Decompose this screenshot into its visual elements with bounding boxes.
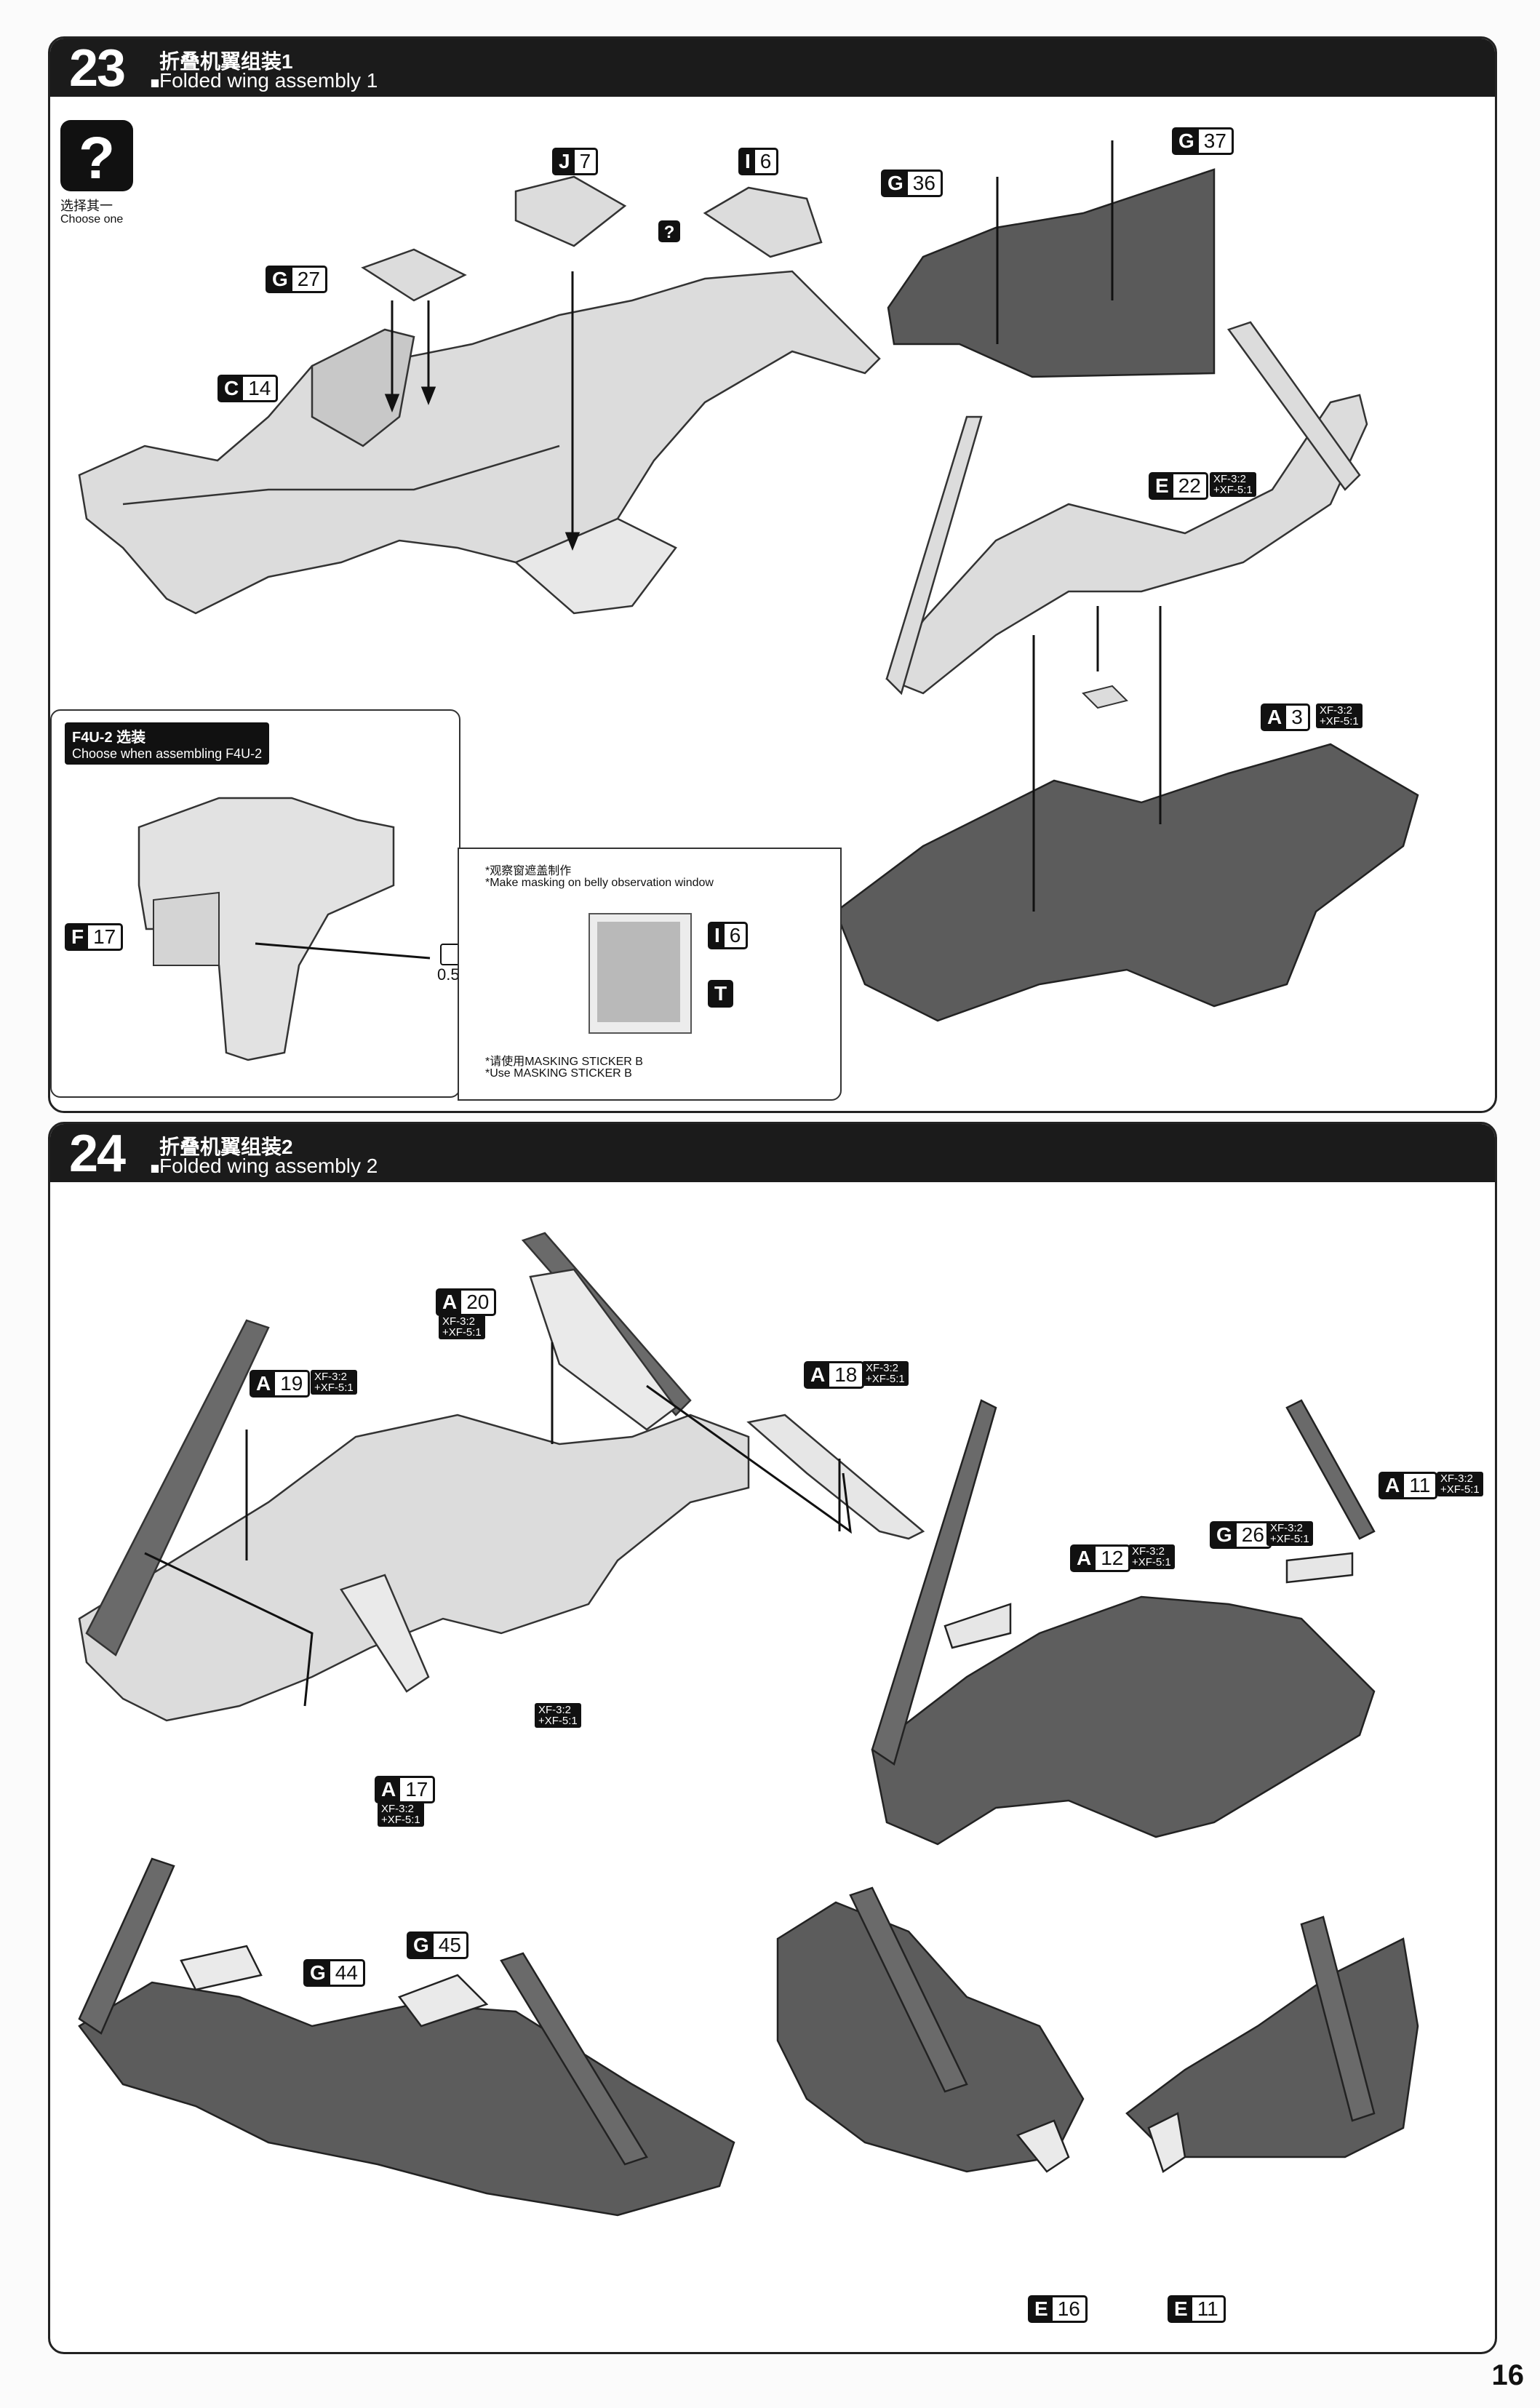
- assembly-24-bottom-detail-left: [776, 1886, 1085, 2173]
- assembly-24-top-left: [78, 1232, 925, 1722]
- step-number: 24: [69, 1125, 126, 1183]
- choose-one-label-en: Choose one: [60, 213, 124, 226]
- cockpit-detail-dark: [887, 140, 1216, 378]
- step-23-illustration: ? ?: [60, 120, 1419, 1022]
- assembly-arrows: [384, 271, 581, 551]
- option-title-cn: F4U-2 选装: [72, 730, 146, 746]
- page-number: 16: [1491, 2359, 1525, 2391]
- option-illustration: [137, 797, 431, 1061]
- assembly-arrows: [144, 1342, 852, 1707]
- sticker-note-en: *Use MASKING STICKER B: [485, 1067, 632, 1080]
- svg-text:?: ?: [664, 223, 675, 242]
- masking-note-box: *观察窗遮盖制作 *Make masking on belly observat…: [458, 848, 842, 1101]
- svg-text:?: ?: [79, 125, 115, 191]
- option-title-en: Choose when assembling F4U-2: [72, 746, 263, 761]
- masking-note-cn: *观察窗遮盖制作: [485, 865, 572, 877]
- step-title-en: Folded wing assembly 1: [159, 69, 378, 92]
- part-j7-shape: [514, 175, 627, 247]
- paint-mix-badge: XF-3:2+XF-5:1: [311, 1370, 357, 1395]
- step-23-panel: 23 . 折叠机翼组装1 Folded wing assembly 1 ? ?: [48, 36, 1497, 1113]
- assembly-24-bottom-left: [78, 1857, 735, 2217]
- step-title-en: Folded wing assembly 2: [159, 1155, 378, 1177]
- question-mark-icon: [658, 220, 680, 242]
- paint-mix-badge: XF-3:2+XF-5:1: [862, 1361, 909, 1386]
- paint-mix-badge: XF-3:2+XF-5:1: [1128, 1544, 1175, 1569]
- sticker-note-cn: *请使用MASKING STICKER B: [485, 1056, 643, 1068]
- assembly-24-top-right: [871, 1399, 1376, 1846]
- paint-mix-badge: XF-3:2+XF-5:1: [378, 1802, 424, 1827]
- paint-mix-badge: XF-3:2+XF-5:1: [535, 1703, 581, 1728]
- step-24-illustration: [78, 1232, 1419, 2217]
- step-24-header: 24 . 折叠机翼组装2 Folded wing assembly 2: [50, 1124, 1495, 1182]
- assembly-24-bottom-detail-right: [1125, 1915, 1419, 2173]
- step-number: 23: [69, 39, 126, 97]
- paint-mix-badge: XF-3:2+XF-5:1: [439, 1315, 485, 1339]
- wing-assembly-light: [78, 270, 881, 615]
- masking-note-en: *Make masking on belly observation windo…: [485, 877, 714, 889]
- part-label-t: T: [708, 980, 734, 1008]
- paint-mix-badge: XF-3:2+XF-5:1: [1266, 1521, 1313, 1546]
- frame-and-floor: [834, 321, 1419, 1022]
- step-24-panel: 24 . 折叠机翼组装2 Folded wing assembly 2: [48, 1122, 1497, 2354]
- choose-one-label-cn: 选择其一: [60, 199, 113, 213]
- paint-mix-badge: XF-3:2+XF-5:1: [1437, 1472, 1483, 1496]
- part-g27-shape: [361, 248, 467, 302]
- question-mark-icon: ?: [60, 120, 133, 191]
- step-23-header: 23 . 折叠机翼组装1 Folded wing assembly 1: [50, 39, 1495, 97]
- paint-mix-badge: XF-3:2+XF-5:1: [1316, 703, 1363, 728]
- step-title-cn: 折叠机翼组装2: [159, 1136, 293, 1158]
- part-i6-shape: [703, 186, 823, 258]
- masking-window: [589, 913, 692, 1034]
- paint-mix-badge: XF-3:2+XF-5:1: [1210, 472, 1256, 497]
- step-title-cn: 折叠机翼组装1: [159, 50, 293, 73]
